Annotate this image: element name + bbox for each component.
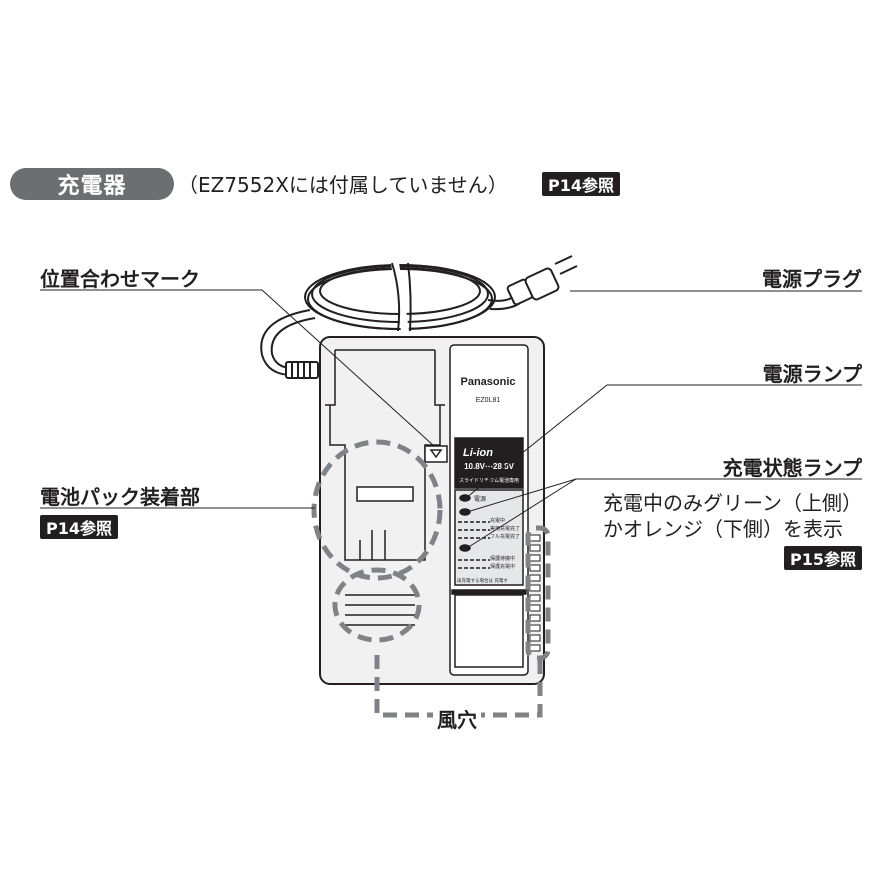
bottom-note-text: 再充電する場合は 充電す	[457, 577, 508, 584]
lamp-practical-text: 実用充電完了	[490, 525, 520, 532]
header-ref-badge: P14参照	[542, 172, 620, 196]
side-vent-highlight	[525, 525, 551, 661]
plug-icon	[506, 255, 578, 306]
model-text: EZ0L81	[476, 397, 501, 404]
lamp-standby-text: 保護待機中	[490, 555, 515, 562]
battery-type-text: Li-ion	[463, 447, 493, 459]
leader-charge-lamp-2	[466, 478, 577, 549]
cord-strain-relief	[285, 361, 319, 379]
lamp-power-text: 電源	[474, 495, 486, 503]
section-title: 充電器	[10, 168, 174, 200]
voltage-text: 10.8V⋯28.8V	[464, 462, 514, 471]
align-mark-icon	[424, 445, 448, 463]
lamp-protect-text: 保護充電中	[490, 563, 515, 570]
label-power-lamp: 電源ランプ	[762, 362, 862, 386]
power-cord	[260, 262, 521, 376]
battery-mount-ref-badge: P14参照	[40, 515, 118, 539]
label-plug: 電源プラグ	[762, 267, 862, 291]
label-battery-mount: 電池パック装着部	[40, 485, 200, 509]
control-panel	[449, 344, 529, 676]
lamp-charging-text: 充電中	[490, 517, 505, 524]
charge-lamp-desc-line2: かオレンジ（下側）を表示	[603, 517, 843, 541]
side-vents	[529, 534, 541, 652]
brand-text: Panasonic	[460, 376, 515, 388]
label-vent: 風穴	[433, 704, 481, 733]
lamp-full-text: フル充電完了	[490, 533, 520, 540]
battery-mount-highlight	[311, 439, 443, 581]
charge-lamp-desc-line1: 充電中のみグリーン（上側）	[603, 491, 862, 515]
section-note: （EZ7552Xには付属していません）	[178, 173, 508, 197]
slide-note-text: スライドリチウム電池専用	[459, 477, 519, 484]
bottom-vent-highlight	[332, 567, 422, 643]
leader-lines	[40, 289, 862, 549]
label-align-mark: 位置合わせマーク	[40, 267, 200, 291]
leader-power-lamp	[465, 384, 862, 499]
label-charge-lamp: 充電状態ランプ	[722, 456, 862, 480]
charge-lamp-ref-badge: P15参照	[784, 546, 862, 570]
leader-align-mark	[40, 289, 435, 447]
